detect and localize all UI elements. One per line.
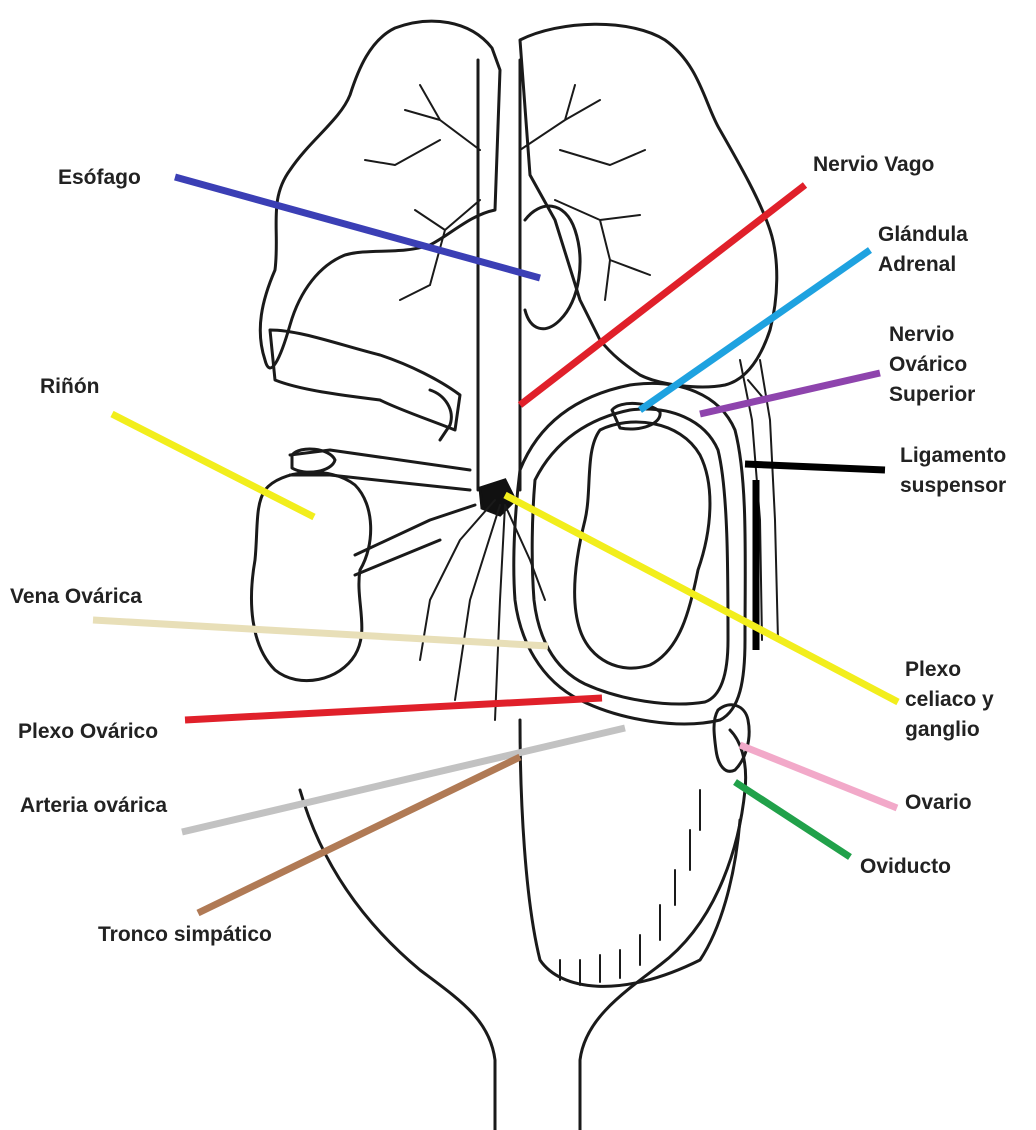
label-plexo-celiaco: Plexo celiaco y ganglio (905, 655, 994, 745)
right-liver-lobe (520, 24, 777, 387)
label-plexo-ovarico: Plexo Ovárico (18, 717, 158, 747)
uterine-horn-inner (520, 720, 740, 986)
label-rinon: Riñón (40, 372, 99, 402)
label-oviducto-text: Oviducto (860, 852, 951, 882)
leader-rinon (112, 414, 314, 517)
plexus-branches (420, 500, 545, 720)
right-adrenal (612, 403, 660, 429)
label-esofago-text: Esófago (58, 163, 141, 193)
ovarian-vessel-loop (514, 383, 745, 723)
esophagus-stomach (525, 206, 580, 329)
label-oviducto: Oviducto (860, 852, 951, 882)
middle-lobe-patch (270, 330, 460, 430)
label-nervio-vago: Nervio Vago (813, 150, 934, 180)
left-kidney (252, 472, 371, 680)
label-glandula-adrenal: Glándula Adrenal (878, 220, 968, 280)
label-ligamento-line2: suspensor (900, 471, 1006, 501)
leader-ligamento-a (745, 464, 885, 470)
label-nervio-ovarico-line2: Ovárico (889, 350, 975, 380)
label-plexo-celiaco-line2: celiaco y (905, 685, 994, 715)
label-ovario-text: Ovario (905, 788, 972, 818)
label-ligamento-suspensor: Ligamento suspensor (900, 441, 1006, 501)
label-plexo-celiaco-line3: ganglio (905, 715, 994, 745)
label-arteria-ovarica: Arteria ovárica (20, 791, 167, 821)
label-vena-ovarica-text: Vena Ovárica (10, 582, 142, 612)
label-glandula-adrenal-line2: Adrenal (878, 250, 968, 280)
left-hepatic-vessels (365, 85, 480, 300)
leader-plexo-ovarico (185, 698, 602, 720)
label-plexo-celiaco-line1: Plexo (905, 655, 994, 685)
label-nervio-ovarico-line3: Superior (889, 380, 975, 410)
left-liver-lobe (260, 21, 500, 368)
label-arteria-ovarica-text: Arteria ovárica (20, 791, 167, 821)
leader-oviducto (735, 782, 850, 857)
label-esofago: Esófago (58, 163, 141, 193)
label-tronco-simpatico: Tronco simpático (98, 920, 272, 950)
leader-esofago (175, 177, 540, 278)
left-ovarian-vessel (430, 390, 451, 440)
label-tronco-simpatico-text: Tronco simpático (98, 920, 272, 950)
label-nervio-vago-text: Nervio Vago (813, 150, 934, 180)
label-rinon-text: Riñón (40, 372, 99, 402)
label-nervio-ovarico-line1: Nervio (889, 320, 975, 350)
label-plexo-ovarico-text: Plexo Ovárico (18, 717, 158, 747)
leader-nervio-ovarico-superior (700, 373, 880, 414)
label-vena-ovarica: Vena Ovárica (10, 582, 142, 612)
label-ligamento-line1: Ligamento (900, 441, 1006, 471)
leader-tronco-simpatico (198, 757, 520, 913)
leader-vena-ovarica (93, 620, 548, 646)
label-ovario: Ovario (905, 788, 972, 818)
label-glandula-adrenal-line1: Glándula (878, 220, 968, 250)
label-nervio-ovarico-superior: Nervio Ovárico Superior (889, 320, 975, 410)
left-renal-vessels (290, 450, 475, 575)
oviduct-coils (560, 790, 700, 985)
